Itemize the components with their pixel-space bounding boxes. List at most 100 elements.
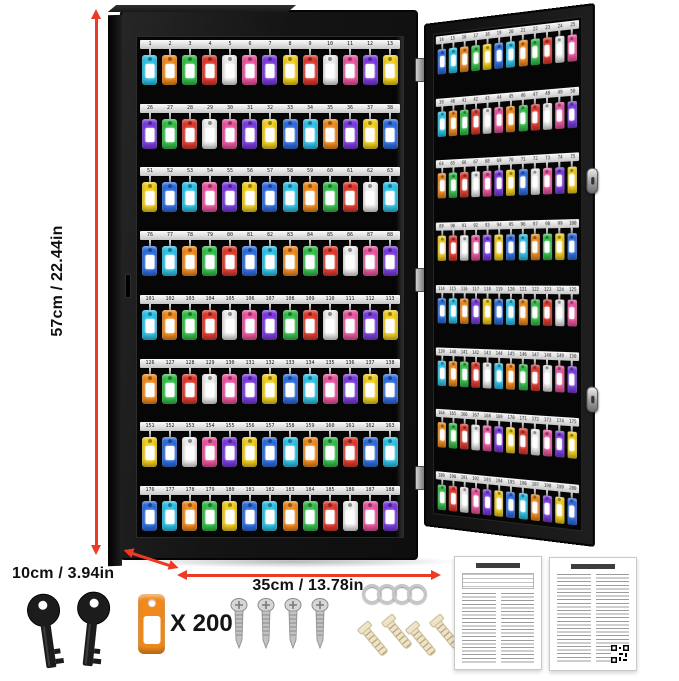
key-hook [329, 112, 332, 119]
key-hook [208, 112, 211, 119]
anchor-icon [408, 625, 437, 657]
tag-row [140, 431, 400, 468]
key-hook [369, 431, 372, 438]
key-tag [302, 118, 318, 149]
key-hook [289, 431, 292, 438]
key-tag [362, 309, 378, 340]
key-hook [228, 494, 231, 501]
manual-table [462, 573, 534, 589]
key-tag [554, 364, 565, 393]
tag-row [140, 112, 400, 149]
key-tag [142, 309, 157, 340]
key-tag [342, 309, 358, 340]
key-tag [506, 105, 516, 133]
key-hook [148, 240, 151, 247]
key-hook [389, 112, 392, 119]
key-tag [202, 246, 218, 277]
key-tag [182, 246, 198, 277]
key-tag [202, 118, 218, 149]
key-tag [506, 298, 516, 325]
key-hook [486, 356, 489, 363]
width-dimension-arrow [186, 574, 432, 577]
key-hook [248, 303, 251, 310]
key-tag [542, 36, 552, 65]
key-tag [460, 235, 469, 261]
key-hook [148, 49, 151, 55]
key-tag [382, 118, 398, 149]
key-tag [162, 373, 178, 404]
key-tag [506, 362, 516, 390]
key-tag [494, 298, 504, 325]
key-tag [302, 309, 318, 340]
key-tag [282, 182, 298, 213]
key-hook [228, 112, 231, 119]
key-tag [518, 492, 528, 520]
key-tag [437, 484, 446, 511]
key-hook [148, 176, 151, 183]
key-tag [362, 437, 378, 468]
key-tag [362, 55, 378, 85]
tag-row [436, 227, 579, 262]
key-tag [437, 173, 446, 199]
key-hook [369, 112, 372, 119]
key-hook [248, 112, 251, 119]
key-tag [554, 167, 565, 195]
key-hook [349, 431, 352, 438]
key-tag [342, 55, 358, 85]
tag-row [140, 303, 400, 340]
key-tag [162, 500, 178, 531]
key-tag [554, 233, 565, 261]
key-hook [228, 176, 231, 183]
key-hook [309, 240, 312, 247]
key-tag [518, 169, 528, 196]
key-hook [188, 49, 191, 55]
key-tag [202, 309, 218, 340]
key-tag [382, 246, 398, 277]
depth-dimension-label: 10cm / 3.94in [12, 565, 115, 582]
key-hook [309, 49, 312, 55]
manual-title-bar [571, 564, 615, 569]
tag-row [436, 292, 579, 327]
key-tag [142, 55, 157, 85]
key-tag [282, 309, 298, 340]
key-hook [268, 176, 271, 183]
key-tag [322, 437, 338, 468]
key-tag [460, 298, 469, 324]
key-tag [494, 426, 504, 453]
key-tag [282, 118, 298, 149]
key-tag [471, 235, 481, 261]
key-tag [530, 103, 540, 131]
key-hook [268, 240, 271, 247]
key-tag [471, 361, 481, 388]
key-tag [448, 360, 458, 387]
key-tag [142, 246, 157, 277]
key-tag [262, 246, 278, 277]
cam-lock-icon [586, 386, 599, 413]
key-hook [349, 176, 352, 183]
key-tag [262, 182, 278, 213]
key-tag [262, 55, 278, 85]
key-tag [142, 118, 157, 149]
key-tag [362, 118, 378, 149]
key-tag [222, 246, 238, 277]
key-tag [542, 102, 552, 130]
door-latch-slot [125, 274, 131, 298]
key-icon [77, 591, 111, 667]
key-tag [542, 299, 552, 326]
key-tag [282, 373, 298, 404]
key-hook [329, 49, 332, 55]
key-tag [242, 437, 258, 468]
key-hook [309, 494, 312, 501]
key-tag [302, 500, 318, 531]
key-tag [342, 500, 358, 531]
key-tag [530, 428, 540, 456]
key-tag [437, 235, 446, 262]
key-tag [567, 497, 577, 526]
